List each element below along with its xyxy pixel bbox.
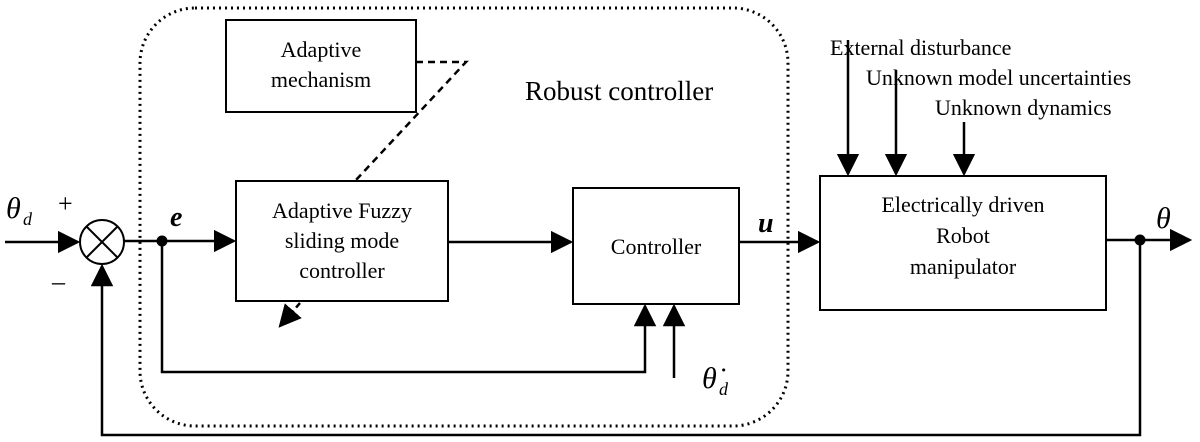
- control-symbol: u: [758, 208, 774, 239]
- adaptation-link: [355, 60, 469, 181]
- controller-block: [572, 187, 740, 305]
- fuzzy-smc-block: [235, 180, 449, 302]
- summing-junction-cross-b: [85, 225, 119, 259]
- reference-subscript: d: [23, 209, 33, 229]
- adaptive-mechanism-line2: mechanism: [271, 67, 371, 92]
- fuzzy-smc-line1: Adaptive Fuzzy: [272, 198, 412, 223]
- plus-sign: +: [58, 189, 73, 218]
- fuzzy-smc-line3: controller: [299, 258, 385, 283]
- external-disturbance-label: External disturbance: [830, 35, 1011, 60]
- unknown-dynamics-label: Unknown dynamics: [935, 95, 1112, 120]
- robust-controller-label: Robust controller: [525, 76, 713, 106]
- adaptive-mechanism-line1: Adaptive: [281, 37, 362, 62]
- minus-sign: –: [51, 267, 66, 296]
- velocity-reference-subscript: d: [719, 379, 729, 399]
- error-symbol: e: [170, 202, 182, 233]
- output-symbol: θ: [1156, 202, 1171, 235]
- adaptive-mechanism-block: [225, 19, 417, 113]
- error-branch-line: [160, 241, 657, 374]
- unknown-model-uncertainties-label: Unknown model uncertainties: [866, 65, 1131, 90]
- plant-line1: Electrically driven: [881, 192, 1044, 217]
- plant-line2: Robot: [936, 223, 990, 248]
- feedback-line: [90, 240, 1142, 437]
- fuzzy-smc-line2: sliding mode: [285, 228, 399, 253]
- reference-symbol: θ: [6, 192, 21, 225]
- controller-label: Controller: [611, 234, 702, 259]
- plant-line3: manipulator: [910, 254, 1017, 279]
- adaptation-arrow: [278, 302, 302, 328]
